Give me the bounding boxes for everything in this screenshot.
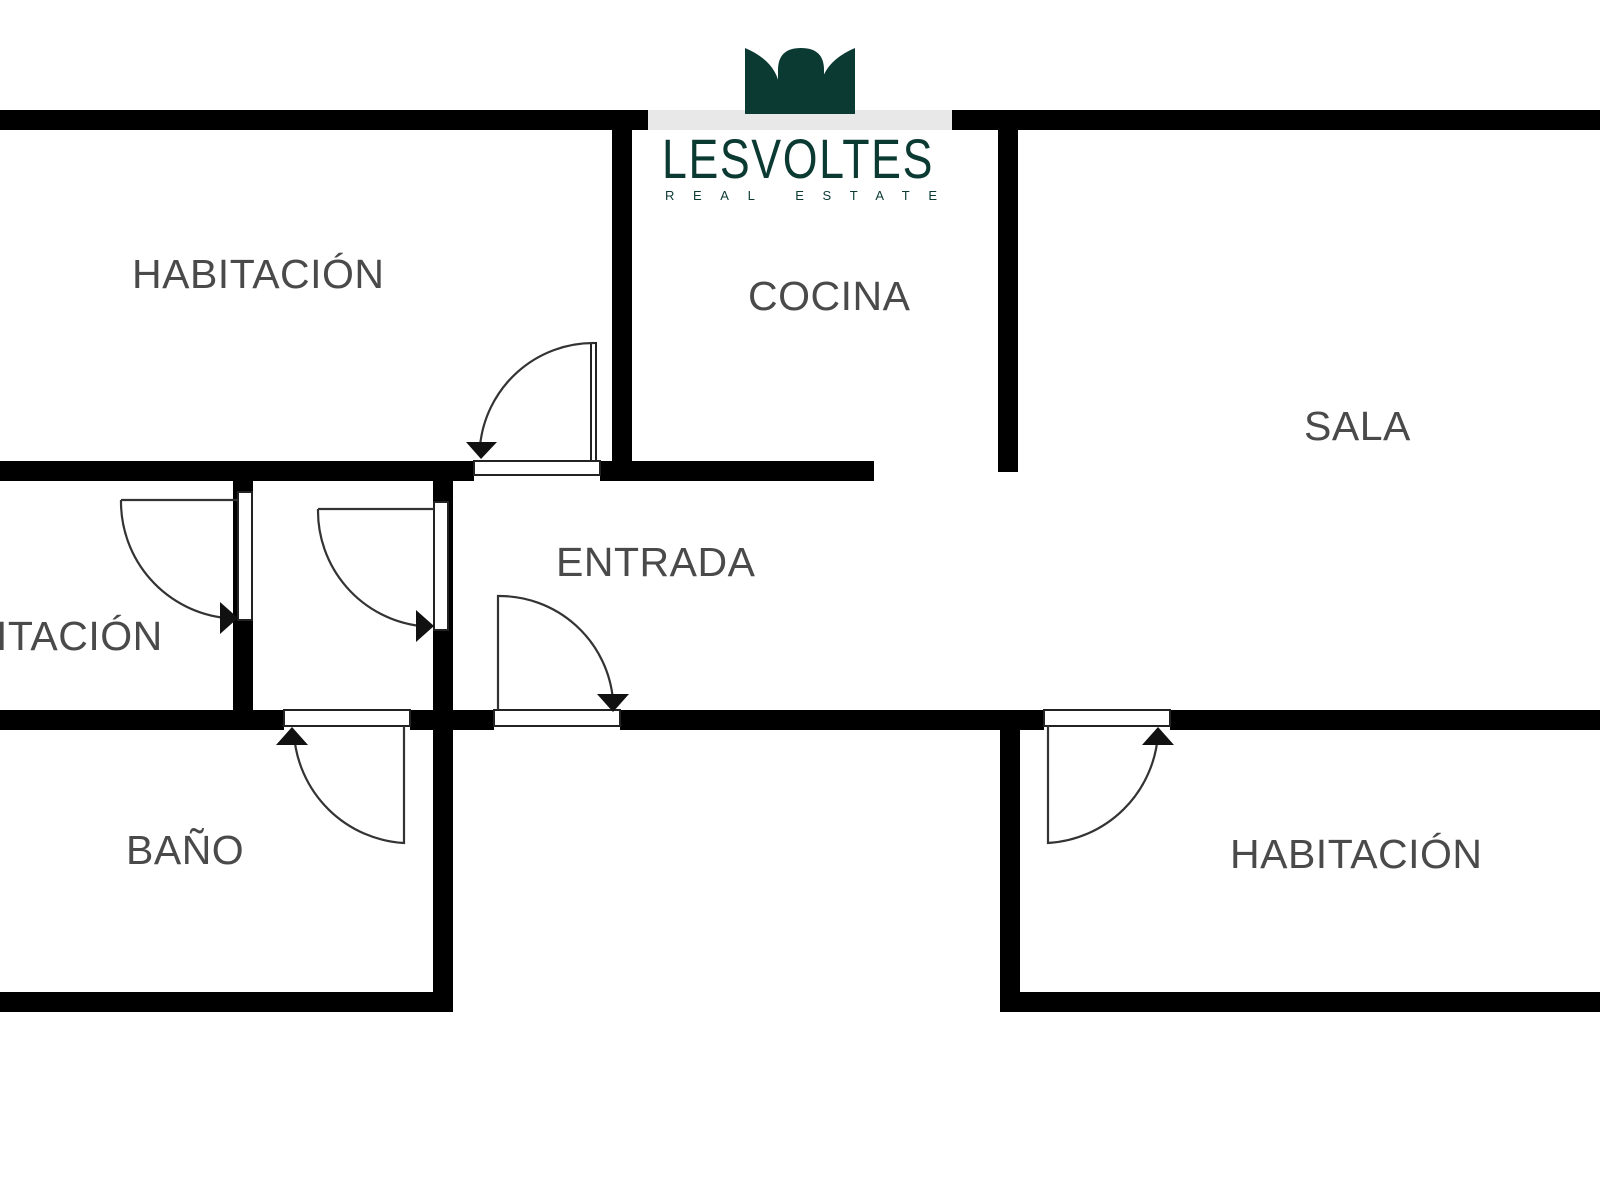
wall-top-left: [0, 110, 648, 130]
wall-bedroom-left: [1000, 720, 1020, 1012]
room-label-habitacion-left: ITACIÓN: [0, 613, 163, 659]
room-label-habitacion-top: HABITACIÓN: [132, 251, 385, 297]
door-arrow-icon: [220, 602, 238, 634]
room-labels: HABITACIÓN COCINA SALA ENTRADA ITACIÓN B…: [0, 251, 1483, 877]
door-swing-arc: [478, 341, 595, 447]
door-panel: [590, 342, 597, 462]
wall-middle-center: [600, 461, 874, 481]
door-arrow-icon: [276, 727, 308, 745]
wall-lower-center: [620, 710, 1044, 730]
door-arrow-icon: [1142, 727, 1174, 745]
door-leaf: [473, 460, 601, 476]
door-swing-arc: [292, 726, 406, 845]
room-label-habitacion-bottom: HABITACIÓN: [1230, 831, 1483, 877]
door-top-bedroom: [466, 341, 601, 476]
wall-bedroom-kitchen-divider: [612, 120, 632, 465]
room-label-sala: SALA: [1304, 403, 1411, 449]
wall-bath-right: [433, 720, 453, 1012]
logo-tagline: REAL ESTATE: [665, 188, 937, 203]
door-arrow-icon: [416, 610, 434, 642]
brand-logo: LESVOLTES REAL ESTATE: [648, 48, 952, 203]
door-leaf: [283, 709, 411, 727]
three-arches-icon: [745, 48, 855, 114]
wall-bath-bottom: [0, 992, 453, 1012]
logo-brand-name: LESVOLTES: [662, 127, 934, 190]
door-arrow-icon: [466, 442, 497, 459]
wall-kitchen-sala-divider: [998, 120, 1018, 472]
door-leaf: [1043, 709, 1171, 727]
room-label-entrada: ENTRADA: [556, 539, 756, 585]
door-bano: [276, 709, 411, 845]
room-label-cocina: COCINA: [748, 273, 911, 319]
door-swing-arc: [119, 498, 238, 620]
room-label-bano: BAÑO: [126, 827, 244, 873]
door-entrada: [493, 594, 629, 727]
door-swing-arc: [316, 507, 434, 628]
wall-top-right: [952, 110, 1600, 130]
wall-lower-right: [1170, 710, 1600, 730]
logo-background: [648, 110, 952, 130]
wall-lower-left: [0, 710, 284, 730]
door-swing-arc: [496, 594, 615, 710]
door-small-room-right: [316, 501, 449, 642]
door-arrow-icon: [597, 694, 629, 712]
door-bottom-bedroom: [1043, 709, 1174, 845]
door-leaf: [493, 709, 621, 727]
door-leaf: [237, 491, 253, 621]
wall-bedroom-bottom: [1000, 992, 1600, 1012]
door-swing-arc: [1046, 726, 1160, 845]
door-small-room-left: [119, 491, 253, 634]
door-leaf: [433, 501, 449, 631]
